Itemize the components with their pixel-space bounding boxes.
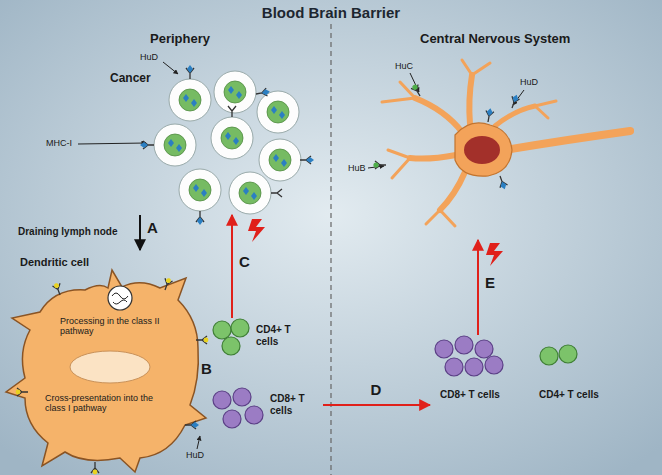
node-label: MHC-I <box>46 138 72 148</box>
part-label: Draining lymph node <box>18 226 117 238</box>
region-label: Periphery <box>150 32 210 47</box>
endosome-content <box>112 293 128 304</box>
node-heading: Cancer <box>110 72 151 86</box>
cell-symbols <box>210 385 323 437</box>
node-heading: CD4+ T cells <box>256 324 306 347</box>
t-cell-group: CD4+ T cells <box>212 318 320 364</box>
leader-line <box>197 436 200 449</box>
arrow-connector <box>139 215 141 250</box>
tumour-cells <box>154 71 301 214</box>
t-cell-group: CD8+ T cells <box>430 335 525 410</box>
region-label: Central Nervous System <box>420 32 570 47</box>
dendritic-cell <box>6 270 206 472</box>
node-heading: CD8+ T cells <box>440 389 500 401</box>
arrow-connector <box>231 215 233 318</box>
dendritic-nucleus <box>70 351 150 383</box>
step-letter: A <box>147 219 158 236</box>
leader-line <box>78 143 146 144</box>
step-letter: D <box>371 381 382 398</box>
node-label: HuD <box>520 77 538 87</box>
step-letter: B <box>201 360 212 377</box>
receptors <box>16 65 521 474</box>
dendritic-cell-box: Dendritic cellProcessing in the class II… <box>15 250 210 472</box>
barrier-divider <box>330 24 331 475</box>
node-label: HuC <box>395 61 413 71</box>
diagram-title: Blood Brain Barrier <box>0 4 662 21</box>
lightning <box>486 243 503 266</box>
arrow-connector <box>323 404 430 406</box>
step-letter: C <box>239 253 250 270</box>
node-label: HuD <box>140 52 158 62</box>
arrow-connector <box>477 240 479 335</box>
step-letter: E <box>485 274 495 291</box>
part-label: HuD <box>186 450 204 460</box>
node-heading: CD4+ T cells <box>539 389 599 401</box>
node-label: HuB <box>348 163 366 173</box>
tumour-group: Cancer HuD MHC-I <box>40 50 305 215</box>
t-cell-group: CD4+ T cells <box>535 340 615 410</box>
lightning <box>248 219 265 242</box>
node-label: Cross-presentation into the class I path… <box>45 393 175 414</box>
neuron <box>382 60 632 226</box>
neuron-box: HuC HuD HuB <box>340 55 645 240</box>
leader-line <box>163 62 178 74</box>
endosome <box>108 286 132 310</box>
node-label: Processing in the class II pathway <box>60 316 170 337</box>
t-cell-group: CD8+ T cells <box>210 385 323 437</box>
node-heading: Dendritic cell <box>20 256 89 269</box>
node-heading: CD8+ T cells <box>270 393 320 416</box>
